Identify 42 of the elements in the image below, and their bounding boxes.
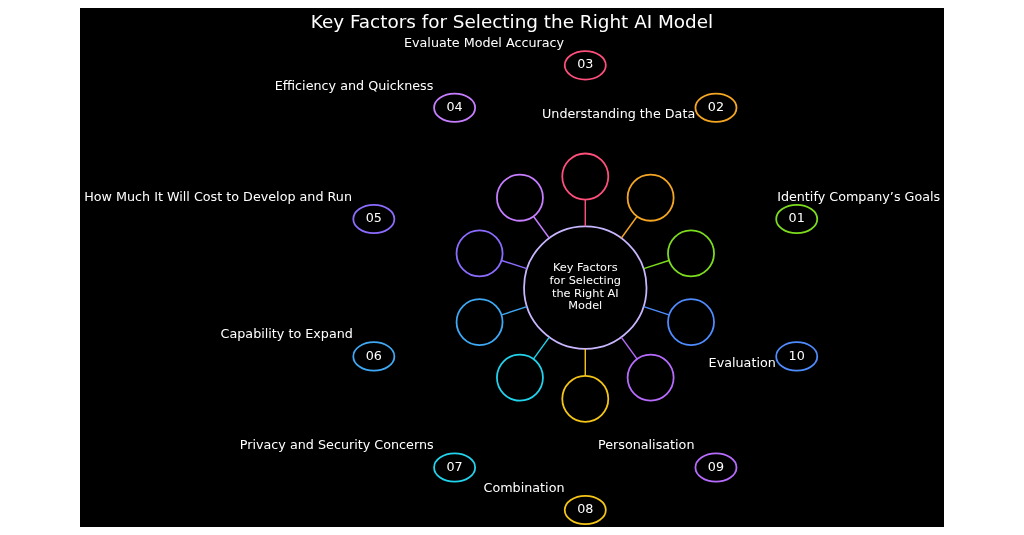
node-label: Identify Company’s Goals (777, 188, 941, 204)
connector (643, 305, 670, 316)
connector (584, 348, 586, 377)
node-circle (455, 298, 504, 346)
diagram-title: Key Factors for Selecting the Right AI Model (310, 11, 714, 33)
node-circle: Key Factors for Selecting the Right AI Model (523, 225, 648, 350)
node-ellipse: 03 (563, 50, 607, 81)
node-label: Understanding the Data (541, 106, 696, 122)
connector (532, 215, 550, 239)
node-circle (626, 353, 675, 402)
node-ellipse: 04 (433, 92, 477, 123)
connector (500, 305, 528, 316)
connector (620, 336, 638, 360)
node-label: Personalisation (597, 437, 695, 453)
node-label: Capability to Expand (220, 326, 353, 342)
node-circle (667, 298, 715, 346)
node-label: Evaluate Model Accuracy (403, 35, 565, 51)
node-ellipse: 06 (352, 341, 396, 372)
node-ellipse: 01 (775, 203, 819, 235)
connector (620, 215, 638, 239)
node-ellipse: 02 (694, 92, 738, 123)
node-circle (496, 173, 544, 222)
node-circle (667, 229, 715, 278)
node-circle (561, 152, 610, 201)
node-label: Efficiency and Quickness (274, 77, 434, 93)
node-ellipse: 07 (433, 452, 477, 483)
node-circle (626, 173, 675, 222)
node-ellipse: 10 (775, 341, 819, 372)
node-label: Evaluation (708, 354, 776, 370)
connector (500, 259, 528, 270)
connector (584, 199, 586, 227)
node-ellipse: 05 (352, 203, 396, 235)
connector (643, 259, 670, 270)
node-circle (561, 374, 610, 423)
node-circle (455, 229, 504, 278)
node-label: Privacy and Security Concerns (239, 437, 434, 453)
node-circle (496, 353, 544, 402)
node-ellipse: 09 (694, 452, 738, 483)
node-label: How Much It Will Cost to Develop and Run (84, 188, 353, 204)
node-label: Combination (483, 479, 565, 495)
node-ellipse: 08 (563, 494, 607, 526)
connector (532, 336, 550, 360)
